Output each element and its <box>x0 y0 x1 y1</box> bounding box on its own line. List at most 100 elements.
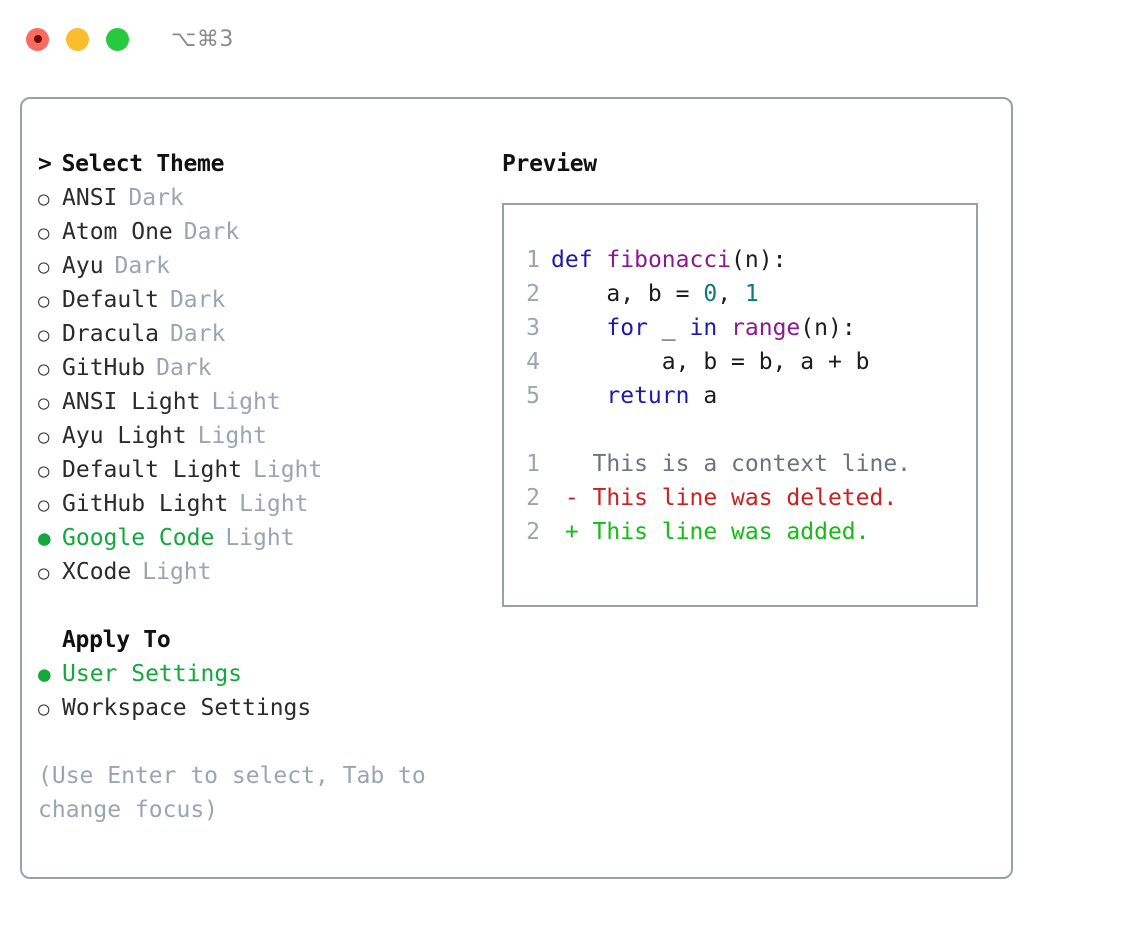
line-number: 2 <box>526 485 540 511</box>
theme-name: Atom One <box>62 219 173 245</box>
theme-option-google-code[interactable]: ● Google Code Light <box>38 521 468 555</box>
line-number: 3 <box>526 315 540 341</box>
window-titlebar: ⌥⌘3 <box>0 0 1140 78</box>
theme-name: Ayu Light <box>62 423 187 449</box>
radio-unselected-icon: ○ <box>38 358 50 380</box>
theme-kind-label: Light <box>239 491 309 517</box>
theme-option-default[interactable]: ○ Default Dark <box>38 283 468 317</box>
apply-to-list: ●User Settings○Workspace Settings <box>38 657 468 725</box>
maximize-button[interactable] <box>106 27 129 51</box>
diff-line-ctx: 1 This is a context line. <box>504 447 976 481</box>
code-token-txt: a, b = <box>551 281 704 307</box>
code-token-txt: , <box>717 281 745 307</box>
code-token-txt: (n): <box>800 315 856 341</box>
line-number: 1 <box>526 247 540 273</box>
theme-kind-label: Light <box>253 457 323 483</box>
radio-unselected-icon: ○ <box>38 188 50 210</box>
code-line: 3 for _ in range(n): <box>504 311 976 345</box>
theme-kind-label: Dark <box>169 321 226 347</box>
theme-option-ayu-light[interactable]: ○ Ayu Light Light <box>38 419 468 453</box>
theme-option-dracula[interactable]: ○ Dracula Dark <box>38 317 468 351</box>
theme-kind-label: Dark <box>169 287 226 313</box>
theme-option-github[interactable]: ○ GitHub Dark <box>38 351 468 385</box>
diff-line-add: 2 + This line was added. <box>504 515 976 549</box>
code-token-kw: def <box>551 247 593 273</box>
theme-option-github-light[interactable]: ○ GitHub Light Light <box>38 487 468 521</box>
keyboard-hint-text: (Use Enter to select, Tab to change focu… <box>38 763 426 823</box>
minimize-button[interactable] <box>66 27 89 51</box>
theme-name: Default <box>62 287 159 313</box>
code-line: 5 return a <box>504 379 976 413</box>
apply-to-header: Apply To <box>62 627 171 653</box>
radio-unselected-icon: ○ <box>38 460 50 482</box>
apply-to-block: Apply To ●User Settings○Workspace Settin… <box>38 623 468 725</box>
code-token-txt: _ <box>647 315 690 341</box>
theme-name: ANSI Light <box>62 389 201 415</box>
theme-kind-label: Dark <box>183 219 240 245</box>
theme-kind-label: Dark <box>114 253 170 279</box>
radio-unselected-icon: ○ <box>38 324 50 346</box>
select-theme-title: Select Theme <box>61 151 225 177</box>
select-theme-header: > Select Theme <box>38 147 468 181</box>
code-token-fn: range <box>731 315 801 341</box>
theme-kind-label: Light <box>142 559 212 585</box>
radio-unselected-icon: ○ <box>38 426 50 448</box>
code-token-txt: (n): <box>731 247 787 273</box>
radio-selected-icon: ● <box>38 526 51 550</box>
preview-header: Preview <box>502 151 597 177</box>
apply-to-option-workspace-settings[interactable]: ○Workspace Settings <box>38 691 468 725</box>
theme-option-ansi[interactable]: ○ ANSI Dark <box>38 181 468 215</box>
line-number: 2 <box>526 281 540 307</box>
apply-to-label: User Settings <box>62 661 243 687</box>
code-token-num: 0 <box>703 281 718 307</box>
radio-unselected-icon: ○ <box>38 494 50 516</box>
line-number: 1 <box>526 451 540 477</box>
theme-name: ANSI <box>62 185 118 211</box>
radio-unselected-icon: ○ <box>38 392 50 414</box>
theme-kind-label: Light <box>225 525 295 551</box>
code-line: 2 a, b = 0, 1 <box>504 277 976 311</box>
code-token-txt <box>593 247 607 273</box>
diff-line-text: - This line was deleted. <box>551 485 898 511</box>
traffic-light-group <box>26 27 129 51</box>
theme-name: GitHub Light <box>62 491 229 517</box>
code-token-txt: a, b = b, a + b <box>551 349 870 375</box>
theme-name: GitHub <box>62 355 146 381</box>
line-number: 4 <box>526 349 540 375</box>
code-token-txt <box>717 315 731 341</box>
code-token-kw: for <box>606 315 648 341</box>
theme-kind-label: Light <box>197 423 267 449</box>
line-number: 5 <box>526 383 540 409</box>
close-button[interactable] <box>26 27 49 51</box>
code-token-txt <box>551 383 606 409</box>
theme-kind-label: Dark <box>128 185 184 211</box>
code-token-num: 1 <box>744 281 759 307</box>
code-token-kw: in <box>689 315 718 341</box>
theme-name: Dracula <box>62 321 159 347</box>
radio-unselected-icon: ○ <box>38 698 50 720</box>
theme-name: Default Light <box>62 457 243 483</box>
theme-option-default-light[interactable]: ○ Default Light Light <box>38 453 468 487</box>
theme-kind-label: Dark <box>156 355 212 381</box>
keyboard-shortcut-label: ⌥⌘3 <box>171 26 234 52</box>
theme-name: Google Code <box>62 525 215 551</box>
diff-line-text: This is a context line. <box>551 451 912 477</box>
radio-unselected-icon: ○ <box>38 290 50 312</box>
radio-unselected-icon: ○ <box>38 562 50 584</box>
diff-line-text: + This line was added. <box>551 519 870 545</box>
code-token-txt <box>551 315 606 341</box>
code-token-fn: fibonacci <box>606 247 732 273</box>
apply-to-option-user-settings[interactable]: ●User Settings <box>38 657 468 691</box>
code-line: 1 def fibonacci(n): <box>504 243 976 277</box>
